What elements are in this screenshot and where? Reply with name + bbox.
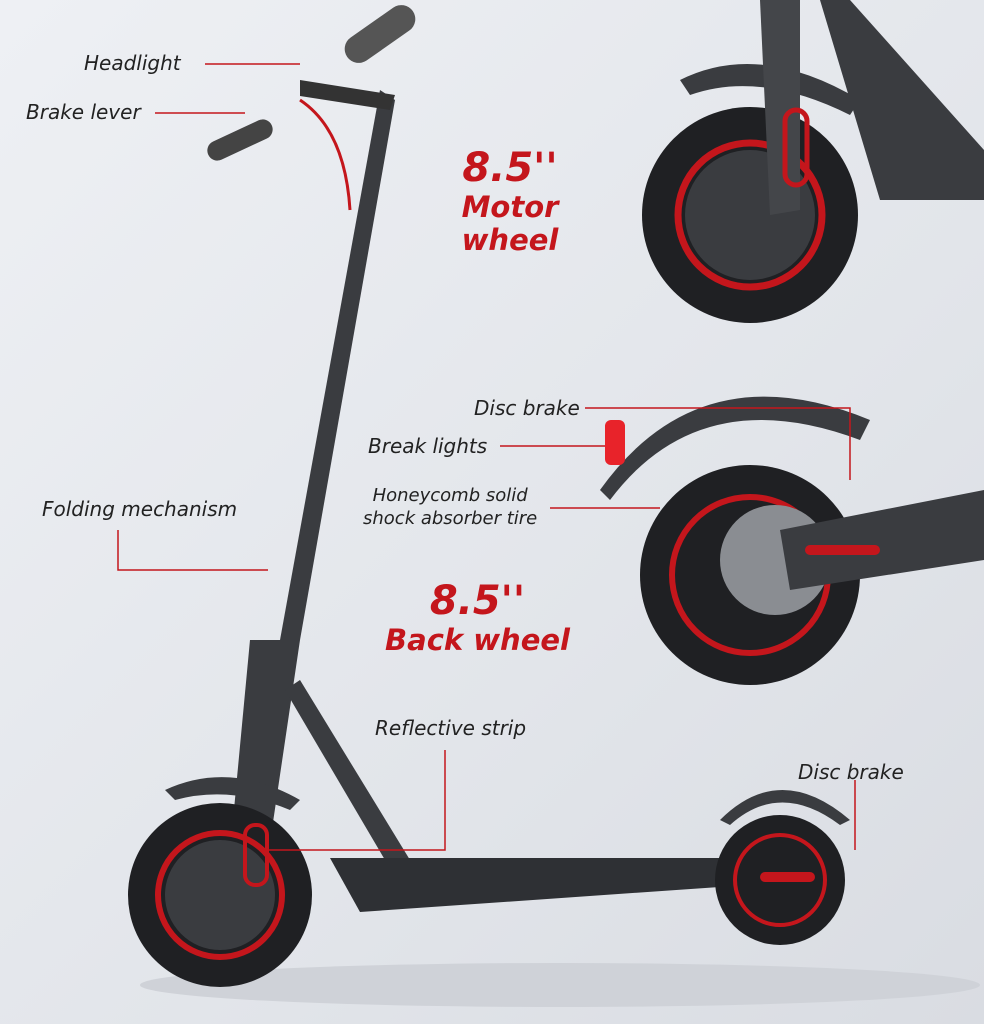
motor-wheel-title: Motor wheel (461, 190, 559, 258)
handlebar-grip (344, 5, 416, 63)
reflective-strip-label: Reflective strip (375, 716, 527, 740)
motor-wheel-caption: 8.5'' Motor wheel (410, 145, 610, 258)
tire-label-line1: Honeycomb solid (372, 485, 528, 506)
scooter-stem (280, 90, 395, 640)
brake-lever-label: Brake lever (26, 100, 141, 124)
folding-mechanism-label: Folding mechanism (42, 497, 238, 521)
headlight-label: Headlight (84, 51, 181, 75)
disc-brake-top-label: Disc brake (474, 396, 580, 420)
tire-label-line2: shock absorber tire (363, 507, 538, 529)
back-wheel-caption: 8.5'' Back wheel (385, 578, 570, 657)
motor-wheel-size: 8.5'' (462, 145, 558, 191)
back-wheel-title: Back wheel (385, 623, 570, 657)
disc-brake-bottom-label: Disc brake (798, 760, 904, 784)
tire-label: Honeycomb solid shock absorber tire (363, 485, 537, 530)
back-wheel-size: 8.5'' (429, 578, 526, 624)
deck (330, 858, 820, 912)
break-lights-label: Break lights (368, 434, 488, 458)
